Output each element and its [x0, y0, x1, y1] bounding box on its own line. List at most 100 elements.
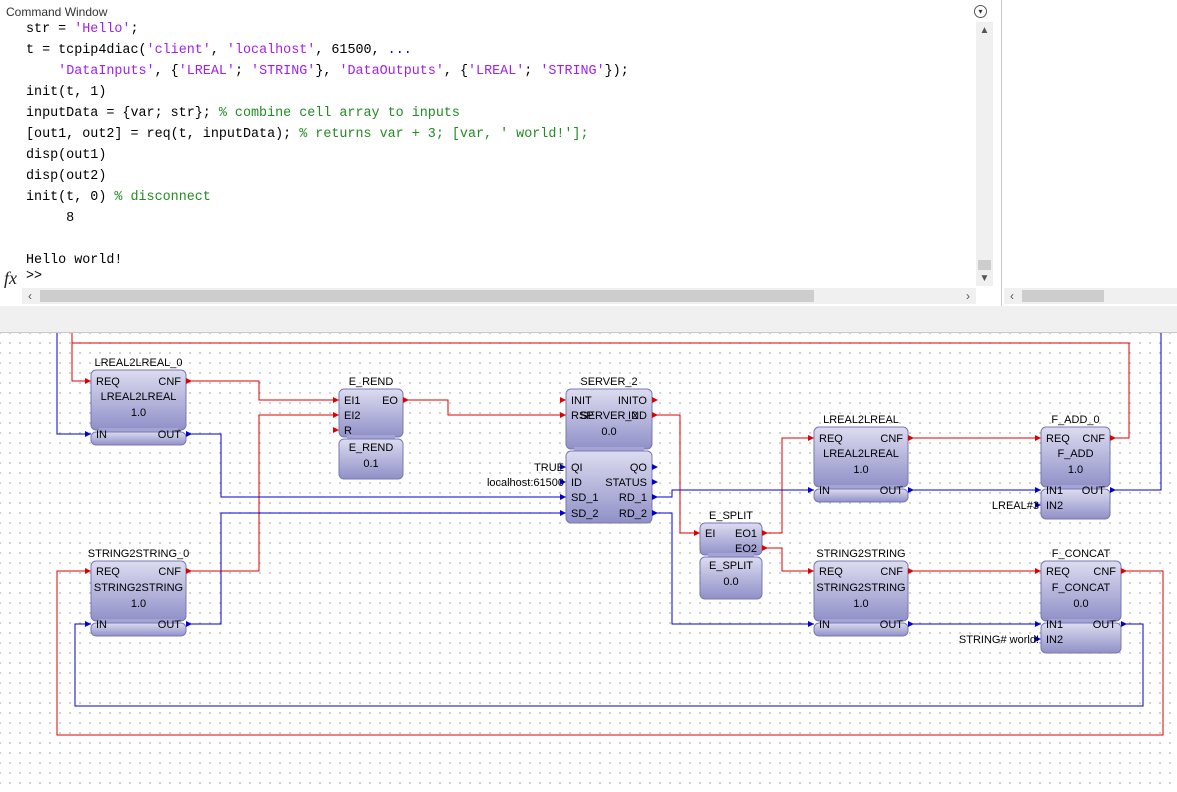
horizontal-scroll-thumb[interactable] — [40, 290, 814, 302]
event-input-pin-marker[interactable] — [85, 568, 91, 574]
event-input-pin-marker[interactable] — [560, 412, 566, 418]
data-output-pin-marker[interactable] — [652, 494, 658, 500]
event-output-pin-marker[interactable] — [652, 397, 658, 403]
event-connection[interactable] — [403, 399, 566, 416]
event-connection[interactable] — [56, 570, 1164, 736]
chevron-down-circle-icon[interactable]: ▾ — [974, 5, 987, 18]
workspace-horizontal-scrollbar[interactable]: ‹ — [1004, 288, 1177, 304]
event-input-pin-marker[interactable] — [808, 435, 814, 441]
event-output-pin-marker[interactable] — [403, 397, 409, 403]
block-version: 1.0 — [853, 598, 868, 610]
event-output-pin-marker[interactable] — [1121, 568, 1127, 574]
event-output-pin-marker[interactable] — [186, 568, 192, 574]
event-output-pin-marker[interactable] — [762, 545, 768, 551]
scroll-left-icon[interactable]: ‹ — [1010, 289, 1014, 303]
event-connection[interactable] — [186, 414, 339, 572]
event-input-pin-marker[interactable] — [1035, 568, 1041, 574]
event-connection[interactable] — [71, 333, 1130, 439]
data-input-pin-marker[interactable] — [85, 431, 91, 437]
data-output-pin-marker[interactable] — [908, 487, 914, 493]
scroll-down-icon[interactable]: ▼ — [979, 273, 990, 284]
scroll-right-icon[interactable]: › — [966, 289, 970, 303]
data-connection[interactable] — [186, 433, 566, 498]
data-output-pin-marker[interactable] — [1121, 621, 1127, 627]
event-output-pin-marker[interactable] — [186, 378, 192, 384]
data-output-pin-marker[interactable] — [186, 431, 192, 437]
event-input-pin-marker[interactable] — [333, 427, 339, 433]
event-input-pin-marker[interactable] — [694, 530, 700, 536]
data-connection[interactable] — [74, 623, 1144, 707]
vertical-scroll-thumb[interactable] — [978, 260, 991, 270]
block-data-section — [699, 556, 763, 600]
parameter-value[interactable]: TRUE — [534, 462, 564, 474]
event-output-pin-marker[interactable] — [762, 530, 768, 536]
event-input-pin-marker[interactable] — [560, 397, 566, 403]
data-output-pin-marker[interactable] — [652, 479, 658, 485]
event-input-pin-marker[interactable] — [333, 412, 339, 418]
block-version: 1.0 — [853, 464, 868, 476]
data-input-pin-marker[interactable] — [560, 510, 566, 516]
event-input-pin-marker[interactable] — [1035, 435, 1041, 441]
command-window[interactable]: Command Window ▾ str = 'Hello'; t = tcpi… — [0, 0, 1002, 306]
block-data-section — [90, 431, 187, 446]
parameter-value[interactable]: STRING# world! — [959, 634, 1039, 646]
event-output-pin-marker[interactable] — [652, 412, 658, 418]
code-token: inputData = {var; str}; — [26, 106, 219, 121]
scroll-left-icon[interactable]: ‹ — [28, 289, 32, 303]
data-output-pin-marker[interactable] — [908, 621, 914, 627]
function-block-server_2[interactable]: SERVER_2SERVER_20.0INITRSPINITOINDQIIDSD… — [560, 376, 658, 524]
parameter-value[interactable]: LREAL#3 — [992, 500, 1039, 512]
data-output-pin-marker[interactable] — [652, 510, 658, 516]
event-output-pin-marker[interactable] — [908, 435, 914, 441]
data-connection[interactable] — [652, 512, 814, 625]
event-connection[interactable] — [186, 380, 339, 401]
pin-label: EO1 — [735, 528, 757, 540]
data-input-pin-marker[interactable] — [808, 621, 814, 627]
scroll-up-icon[interactable]: ▲ — [979, 25, 990, 36]
data-input-pin-marker[interactable] — [560, 479, 566, 485]
pin-label: INIT — [571, 395, 592, 407]
code-token: Hello world! — [26, 253, 123, 268]
data-input-pin-marker[interactable] — [1035, 502, 1041, 508]
fx-icon[interactable]: fx — [4, 268, 17, 288]
command-prompt[interactable]: >> — [26, 269, 43, 284]
event-connection[interactable] — [762, 437, 814, 534]
event-connection[interactable] — [71, 343, 91, 382]
data-input-pin-marker[interactable] — [85, 621, 91, 627]
event-input-pin-marker[interactable] — [808, 568, 814, 574]
workspace-pane[interactable]: ‹ — [1002, 0, 1177, 306]
event-input-pin-marker[interactable] — [333, 397, 339, 403]
data-input-pin-marker[interactable] — [1035, 636, 1041, 642]
data-output-pin-marker[interactable] — [186, 621, 192, 627]
workspace-scroll-thumb[interactable] — [1022, 290, 1104, 302]
data-input-pin-marker[interactable] — [1035, 621, 1041, 627]
data-input-pin-marker[interactable] — [560, 464, 566, 470]
data-input-pin-marker[interactable] — [808, 487, 814, 493]
data-output-pin-marker[interactable] — [1110, 487, 1116, 493]
data-connection[interactable] — [186, 512, 566, 625]
event-output-pin-marker[interactable] — [1110, 435, 1116, 441]
event-connection[interactable] — [762, 547, 814, 572]
event-output-pin-marker[interactable] — [908, 568, 914, 574]
data-output-pin-marker[interactable] — [652, 464, 658, 470]
data-input-pin-marker[interactable] — [560, 494, 566, 500]
data-connection[interactable] — [56, 333, 91, 435]
data-connection[interactable] — [652, 489, 814, 498]
parameter-value[interactable]: localhost:61500 — [487, 477, 564, 489]
data-input-pin-marker[interactable] — [1035, 487, 1041, 493]
event-input-pin-marker[interactable] — [85, 378, 91, 384]
vertical-scrollbar[interactable]: ▲ ▼ — [976, 22, 993, 286]
event-connection[interactable] — [652, 414, 700, 534]
horizontal-scrollbar[interactable]: ‹ › — [22, 288, 976, 304]
data-connection[interactable] — [1110, 333, 1162, 491]
